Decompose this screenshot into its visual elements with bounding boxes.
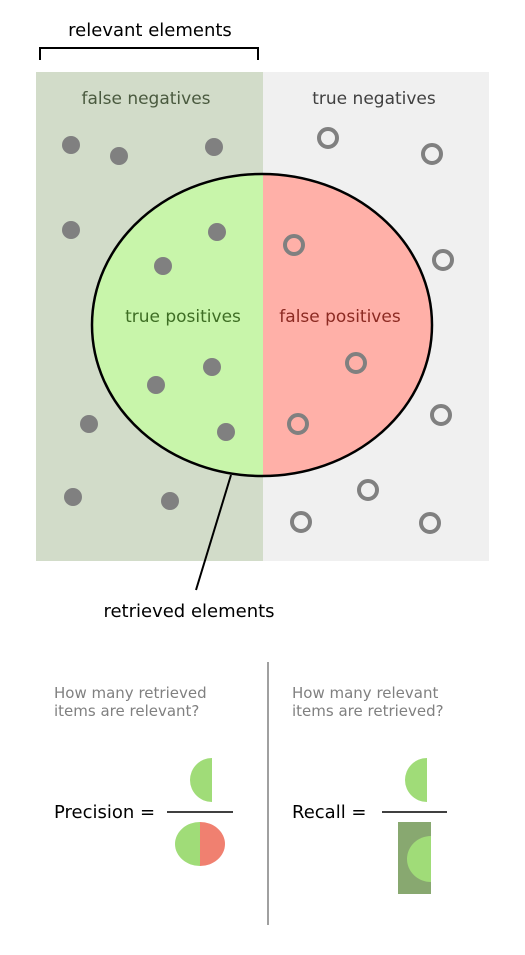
relevant-dot [217, 423, 235, 441]
relevant-dot [147, 376, 165, 394]
irrelevant-ring [432, 249, 454, 271]
irrelevant-ring [317, 127, 339, 149]
relevant-dot [62, 221, 80, 239]
irrelevant-ring [421, 143, 443, 165]
recall-question-line2: items are retrieved? [292, 702, 444, 720]
relevant-dot [154, 257, 172, 275]
false-negatives-label: false negatives [81, 89, 210, 109]
relevant-elements-label: relevant elements [68, 20, 232, 41]
relevant-dot [208, 223, 226, 241]
irrelevant-ring [290, 511, 312, 533]
precision-denominator-green-half [175, 822, 200, 866]
recall-denominator-green-half [407, 836, 431, 882]
irrelevant-ring [430, 404, 452, 426]
true-positive-area [92, 174, 263, 476]
recall-label: Recall = [292, 802, 367, 823]
irrelevant-ring [419, 512, 441, 534]
relevant-dot [161, 492, 179, 510]
true-negatives-label: true negatives [312, 89, 436, 109]
irrelevant-ring [357, 479, 379, 501]
relevant-dot [80, 415, 98, 433]
relevant-dot [64, 488, 82, 506]
precision-question-line2: items are relevant? [54, 702, 199, 720]
relevant-dot [203, 358, 221, 376]
false-positives-label: false positives [279, 307, 401, 327]
recall-numerator-half-circle [405, 758, 427, 802]
retrieved-elements-label: retrieved elements [103, 601, 274, 622]
precision-question-line1: How many retrieved [54, 684, 207, 702]
precision-denominator-red-half [200, 822, 225, 866]
recall-question-line1: How many relevant [292, 684, 438, 702]
retrieved-pointer-line [195, 474, 232, 591]
false-positive-area [263, 174, 432, 476]
retrieved-ellipse-outline [90, 172, 434, 478]
precision-label: Precision = [54, 802, 155, 823]
relevant-bracket [39, 47, 259, 60]
relevant-dot [62, 136, 80, 154]
irrelevant-ring [345, 352, 367, 374]
relevant-dot [110, 147, 128, 165]
relevant-dot [205, 138, 223, 156]
irrelevant-rings [283, 127, 454, 534]
relevant-dots [62, 136, 235, 510]
irrelevant-ring [287, 413, 309, 435]
true-positives-label: true positives [125, 307, 241, 327]
irrelevant-ring [283, 234, 305, 256]
precision-numerator-half-circle [190, 758, 212, 802]
